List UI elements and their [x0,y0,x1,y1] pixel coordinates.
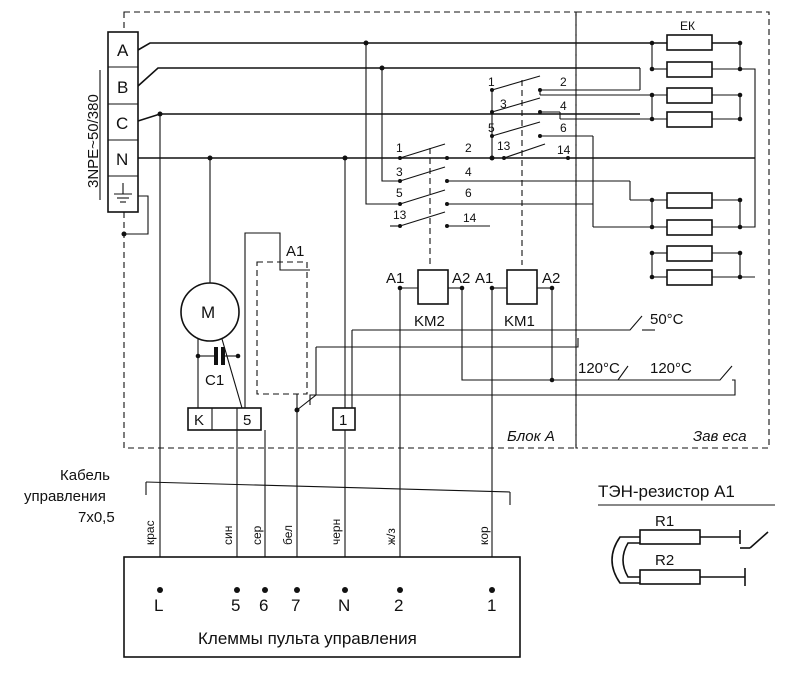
terminal-strip-k5: K 5 [187,407,262,431]
contactor-km1: A1 A2 KM1 [475,269,560,330]
contactor-km2: A1 A2 KM2 [386,269,470,330]
svg-text:2: 2 [394,596,403,615]
block-a-enclosure [123,11,577,449]
control-cable: Кабель управления 7x0,5 [24,467,511,526]
svg-text:1: 1 [488,75,495,89]
contact-group-left: 1 2 3 4 5 6 13 14 [365,43,631,265]
svg-text:черн: черн [329,519,343,545]
svg-text:2: 2 [465,141,472,155]
svg-text:A1: A1 [386,270,404,287]
svg-text:6: 6 [560,121,567,135]
thermostat-50: 50°C [352,311,684,331]
svg-text:C1: C1 [205,372,224,389]
svg-text:L: L [154,596,163,615]
svg-text:120°C: 120°C [578,360,620,377]
svg-text:4: 4 [465,165,472,179]
curtain-label: Зав еса [693,428,747,445]
svg-text:5: 5 [396,186,403,200]
wire-colour-labels: крас син сер бел черн ж/з кор [143,519,491,545]
capacitor-c1: C1 [195,347,241,389]
svg-text:6: 6 [465,186,472,200]
contact-group-top: 1 2 3 4 5 6 13 14 [488,68,641,265]
svg-text:N: N [338,596,350,615]
thermostat-120-chain: 120°C 120°C [309,338,736,405]
svg-text:50°C: 50°C [650,311,684,328]
curtain-enclosure [575,11,770,449]
svg-text:крас: крас [143,520,157,545]
svg-text:13: 13 [393,208,407,222]
supply-label: 3NPE~50/380 [85,94,102,188]
svg-text:13: 13 [497,139,511,153]
svg-text:ж/з: ж/з [384,528,398,545]
svg-text:управления: управления [24,488,106,505]
svg-text:R1: R1 [655,513,674,530]
svg-text:7: 7 [291,596,300,615]
svg-text:1: 1 [487,596,496,615]
motor: M [180,282,240,342]
svg-text:3: 3 [396,165,403,179]
svg-text:A2: A2 [542,270,560,287]
svg-text:сер: сер [250,525,264,545]
svg-text:син: син [221,526,235,545]
terminal-a: A [117,41,129,60]
svg-text:K: K [194,412,204,429]
control-panel: L 5 6 7 N 2 1 Клеммы пульта управления [123,556,521,658]
heater-group-bottom [593,158,756,286]
svg-text:4: 4 [560,99,567,113]
svg-text:5: 5 [243,412,251,429]
heater-group-top: ЕК [540,19,756,158]
svg-text:2: 2 [560,75,567,89]
heater-label: ЕК [680,19,695,33]
terminal-1: 1 [332,407,356,431]
svg-text:A2: A2 [452,270,470,287]
svg-text:A1: A1 [286,243,304,260]
terminal-n: N [116,150,128,169]
svg-text:Кабель: Кабель [60,467,110,484]
terminal-c: C [116,114,128,133]
ground-icon [114,183,132,203]
svg-text:14: 14 [463,211,477,225]
block-a-label: Блок А [507,428,555,445]
panel-title: Клеммы пульта управления [198,629,417,648]
svg-text:A1: A1 [475,270,493,287]
svg-text:KM2: KM2 [414,313,445,330]
svg-text:R2: R2 [655,552,674,569]
motor-label: M [201,303,215,322]
svg-text:1: 1 [396,141,403,155]
svg-text:кор: кор [477,526,491,545]
svg-text:6: 6 [259,596,268,615]
svg-text:1: 1 [339,412,347,429]
svg-text:5: 5 [231,596,240,615]
svg-text:7x0,5: 7x0,5 [78,509,115,526]
svg-text:3: 3 [500,97,507,111]
resistor-inset: ТЭН-резистор А1 R1 R2 [598,482,775,586]
svg-text:14: 14 [557,143,571,157]
svg-text:ТЭН-резистор А1: ТЭН-резистор А1 [598,482,735,501]
svg-text:KM1: KM1 [504,313,535,330]
supply-terminal-strip: A B C N [107,31,139,213]
terminal-b: B [117,78,128,97]
svg-text:бел: бел [281,525,295,545]
svg-text:120°C: 120°C [650,360,692,377]
